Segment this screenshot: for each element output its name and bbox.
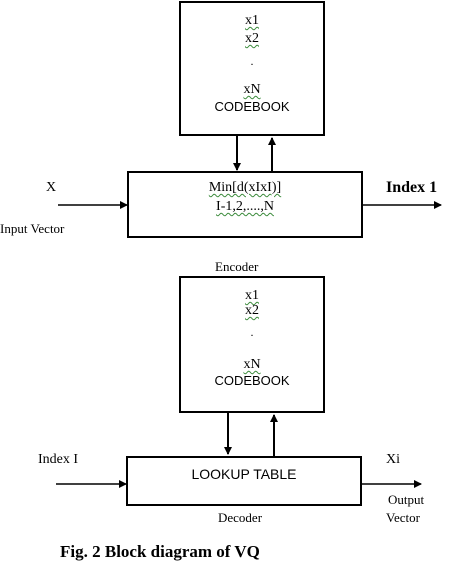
- decoder-codebook-entry-1: x1: [245, 288, 259, 303]
- encoder-codebook-ellipsis: .: [250, 54, 254, 68]
- encoder-codebook-title: CODEBOOK: [214, 99, 290, 114]
- decoder-codebook-box: x1 x2 . xN CODEBOOK: [179, 276, 325, 413]
- output-label: Output: [388, 492, 425, 507]
- index-i-label: Index I: [38, 452, 79, 467]
- figure-caption: Fig. 2 Block diagram of VQ: [60, 542, 260, 561]
- decoder-codebook-title: CODEBOOK: [214, 373, 290, 388]
- input-vector-label: Input Vector: [0, 221, 65, 236]
- input-x-symbol: X: [46, 180, 57, 195]
- encoder-codebook-entry-2: x2: [245, 31, 259, 46]
- decoder-codebook-entry-2: x2: [245, 303, 259, 318]
- decoder-caption: Decoder: [218, 510, 263, 525]
- lookup-table-label: LOOKUP TABLE: [191, 466, 297, 482]
- vector-label: Vector: [386, 510, 420, 525]
- encoder-caption: Encoder: [215, 259, 259, 274]
- decoder-codebook-entry-n: xN: [243, 357, 261, 372]
- encoder-min-formula: Min[d(xIxI)]: [208, 180, 282, 195]
- encoder-codebook-box: x1 x2 . xN CODEBOOK: [179, 1, 325, 136]
- encoder-codebook-entry-n: xN: [243, 82, 261, 97]
- output-xi-symbol: Xi: [386, 452, 400, 467]
- encoder-codebook-entry-1: x1: [245, 13, 259, 28]
- encoder-block: Min[d(xIxI)] I-1,2,....,N: [127, 171, 363, 238]
- lookup-table-block: LOOKUP TABLE: [126, 456, 362, 506]
- decoder-codebook-ellipsis: .: [250, 325, 254, 339]
- encoder-index-range: I-1,2,....,N: [216, 199, 274, 214]
- index-1-label: Index 1: [386, 179, 438, 196]
